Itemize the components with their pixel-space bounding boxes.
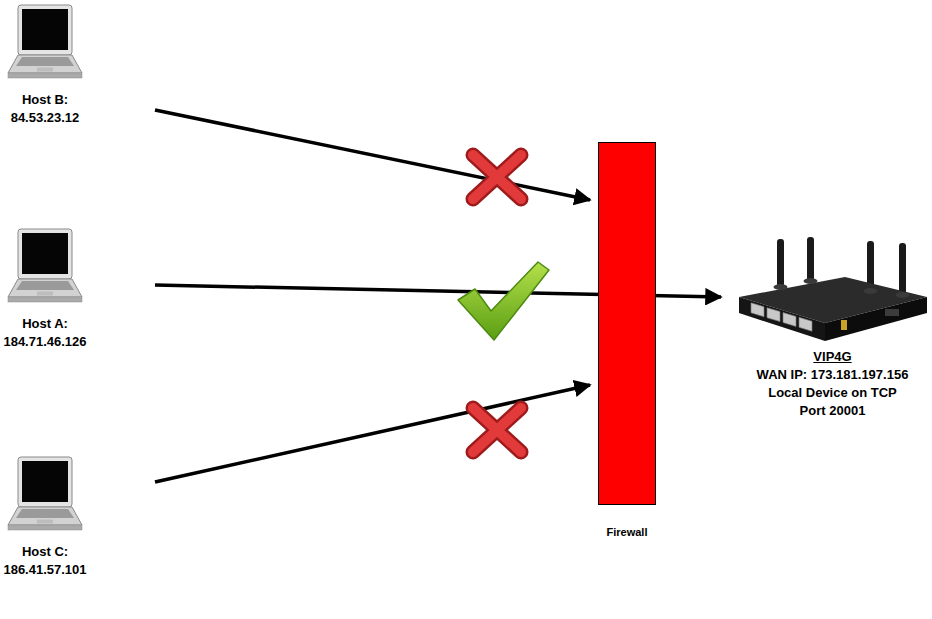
firewall-label: Firewall (607, 523, 648, 541)
laptop-icon (5, 227, 85, 307)
node-texts: Firewall (598, 523, 656, 541)
host-laptop: Host B: 84.53.23.12 (0, 3, 150, 127)
host-label: Host C: 186.41.57.101 (0, 543, 90, 579)
node-texts: VIP4GWAN IP: 173.181.197.156Local Device… (735, 348, 930, 420)
connector-arrow (155, 385, 590, 482)
firewall-shape (598, 142, 656, 505)
laptop-shape (5, 227, 85, 315)
laptop-shape (5, 455, 85, 543)
device-detail: Local Device on TCP Port 20001 (763, 384, 903, 420)
router-icon (735, 235, 930, 345)
laptop-shape (5, 3, 85, 91)
host-label: Host B: 84.53.23.12 (0, 91, 90, 127)
host-label: Host A: 184.71.46.126 (0, 315, 90, 351)
host-laptop: Host C: 186.41.57.101 (0, 455, 150, 579)
node-texts: Host B: 84.53.23.12 (0, 91, 90, 127)
host-laptop: Host A: 184.71.46.126 (0, 227, 150, 351)
deny-mark (473, 155, 521, 199)
firewall-bar: Firewall (598, 142, 656, 541)
deny-mark (473, 408, 521, 452)
device-detail: WAN IP: 173.181.197.156 (735, 366, 930, 384)
laptop-icon (5, 3, 85, 83)
allow-mark (458, 262, 549, 340)
router-device: VIP4GWAN IP: 173.181.197.156Local Device… (735, 235, 930, 420)
router-shape (735, 235, 930, 348)
node-texts: Host C: 186.41.57.101 (0, 543, 90, 579)
node-texts: Host A: 184.71.46.126 (0, 315, 90, 351)
device-name: VIP4G (735, 348, 930, 366)
laptop-icon (5, 455, 85, 535)
connector-arrow (155, 110, 590, 200)
